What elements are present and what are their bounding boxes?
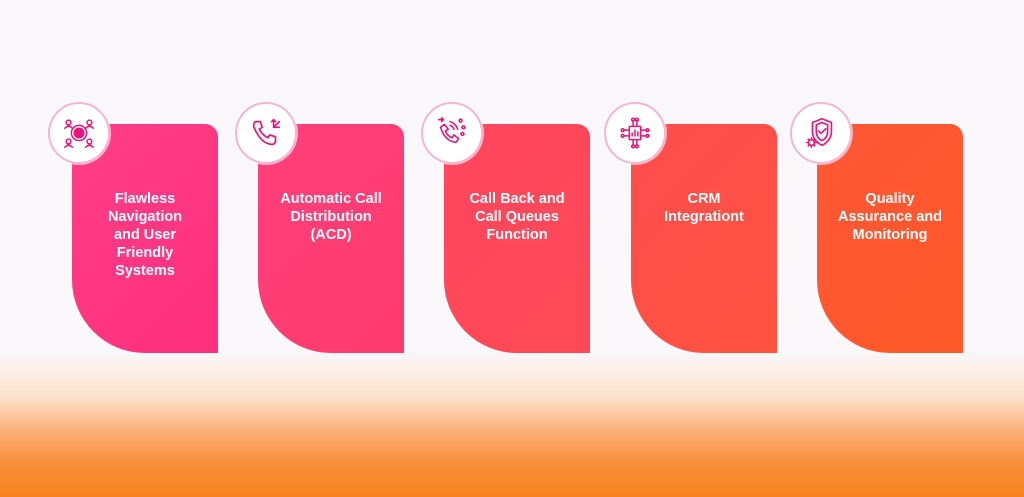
phone-callback-queue-icon [421, 102, 483, 164]
step-card-navigation: Flawless Navigation and User Friendly Sy… [72, 124, 218, 353]
step-title: Call Back and Call Queues Function [469, 191, 565, 243]
shield-check-gear-icon [790, 102, 852, 164]
crm-integration-circuit-icon [604, 102, 666, 164]
phone-distribution-icon [235, 102, 297, 164]
step-title: Quality Assurance and Monitoring [838, 191, 942, 243]
step-card-quality: Quality Assurance and Monitoring [817, 124, 963, 353]
step-card-acd: Automatic Call Distribution (ACD) [258, 124, 404, 353]
step-title: CRM Integrationt [664, 191, 744, 225]
step-title: Automatic Call Distribution (ACD) [280, 191, 382, 243]
step-card-crm: CRM Integrationt [631, 124, 777, 353]
step-card-callback: Call Back and Call Queues Function [444, 124, 590, 353]
navigation-gear-users-icon [48, 102, 110, 164]
step-title: Flawless Navigation and User Friendly Sy… [107, 191, 183, 279]
